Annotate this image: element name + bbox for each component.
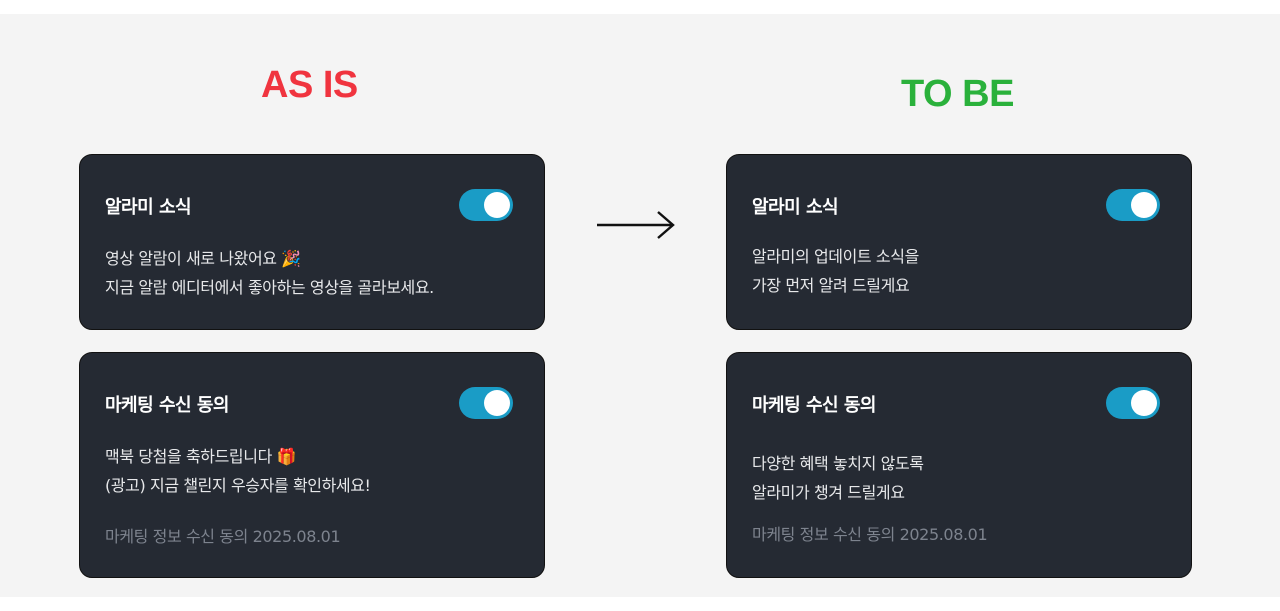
card-title: 마케팅 수신 동의 [105,395,229,416]
card-line-2: 가장 먼저 알려 드릴게요 [752,276,910,295]
news-toggle[interactable] [459,189,513,221]
card-title: 알라미 소식 [752,197,839,218]
as-is-heading: AS IS [261,64,358,106]
marketing-consent-date: 마케팅 정보 수신 동의 2025.08.01 [752,525,988,544]
toggle-knob [484,390,510,416]
as-is-marketing-card: 마케팅 수신 동의 맥북 당첨을 축하드립니다 🎁 (광고) 지금 챌린지 우승… [79,352,545,578]
card-line-1: 맥북 당첨을 축하드립니다 🎁 [105,447,297,466]
marketing-consent-date: 마케팅 정보 수신 동의 2025.08.01 [105,527,341,546]
toggle-knob [1131,390,1157,416]
card-line-1: 영상 알람이 새로 나왔어요 🎉 [105,249,301,268]
card-title: 알라미 소식 [105,197,192,218]
to-be-news-card: 알라미 소식 알라미의 업데이트 소식을 가장 먼저 알려 드릴게요 [726,154,1192,330]
card-line-2: 알라미가 챙겨 드릴게요 [752,483,905,502]
to-be-marketing-card: 마케팅 수신 동의 다양한 혜택 놓치지 않도록 알라미가 챙겨 드릴게요 마케… [726,352,1192,578]
card-line-2: (광고) 지금 챌린지 우승자를 확인하세요! [105,476,371,495]
marketing-toggle[interactable] [459,387,513,419]
as-is-news-card: 알라미 소식 영상 알람이 새로 나왔어요 🎉 지금 알람 에디터에서 좋아하는… [79,154,545,330]
card-line-1: 알라미의 업데이트 소식을 [752,247,919,266]
card-line-2: 지금 알람 에디터에서 좋아하는 영상을 골라보세요. [105,278,434,297]
to-be-heading: TO BE [901,73,1014,115]
toggle-knob [1131,192,1157,218]
card-title: 마케팅 수신 동의 [752,395,876,416]
news-toggle[interactable] [1106,189,1160,221]
toggle-knob [484,192,510,218]
right-arrow-icon [597,211,675,239]
marketing-toggle[interactable] [1106,387,1160,419]
card-line-1: 다양한 혜택 놓치지 않도록 [752,454,924,473]
